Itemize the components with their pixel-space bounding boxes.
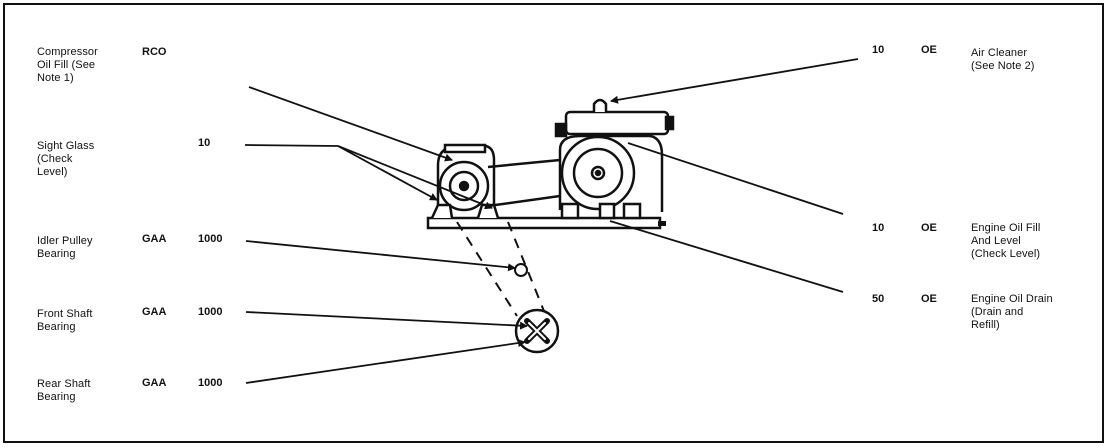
front-shaft-label: Front Shaft Bearing [37, 308, 93, 333]
compressor [430, 143, 500, 219]
leader-rear-shaft [245, 339, 526, 384]
engine-oil-fill-interval: 10 [872, 222, 885, 234]
engine-oil-fill-lube: OE [921, 222, 937, 234]
rear-shaft-label: Rear Shaft Bearing [37, 378, 91, 403]
leader-air-cleaner [610, 58, 859, 104]
air-cleaner-interval: 10 [872, 44, 885, 56]
idler-pulley-interval: 1000 [198, 233, 223, 245]
engine-oil-drain-label: Engine Oil Drain (Drain and Refill) [971, 293, 1053, 331]
diagram-frame [3, 3, 1104, 443]
idler-pulley-label: Idler Pulley Bearing [37, 235, 93, 260]
idler-pulley [514, 263, 528, 277]
drive-belts [487, 158, 561, 208]
sight-glass-interval: 10 [198, 137, 211, 149]
leader-idler-pulley [245, 240, 516, 272]
shaft-pulley [514, 308, 560, 354]
rear-shaft-lube: GAA [142, 377, 167, 389]
front-shaft-lube: GAA [142, 306, 167, 318]
engine-oil-fill-label: Engine Oil Fill And Level (Check Level) [971, 222, 1041, 260]
base-plate [426, 216, 666, 230]
engine [554, 98, 675, 220]
leader-front-shaft [245, 311, 528, 330]
leader-sight-glass-b [337, 145, 493, 210]
leader-sight-glass-a [337, 145, 438, 201]
air-cleaner-lube: OE [921, 44, 937, 56]
belt-guard-dashed [456, 221, 547, 317]
sight-glass-label: Sight Glass (Check Level) [37, 140, 95, 178]
rear-shaft-interval: 1000 [198, 377, 223, 389]
compressor-oil-fill-label: Compressor Oil Fill (See Note 1) [37, 46, 98, 84]
compressor-oil-fill-lube: RCO [142, 46, 167, 58]
leader-compressor-oil-fill [248, 86, 453, 162]
leader-engine-oil-fill [627, 142, 844, 215]
engine-oil-drain-interval: 50 [872, 293, 885, 305]
idler-pulley-lube: GAA [142, 233, 167, 245]
front-shaft-interval: 1000 [198, 306, 223, 318]
leader-engine-oil-drain [609, 220, 844, 293]
engine-oil-drain-lube: OE [921, 293, 937, 305]
air-cleaner-label: Air Cleaner (See Note 2) [971, 47, 1035, 72]
leader-sight-glass-stem [244, 144, 339, 147]
